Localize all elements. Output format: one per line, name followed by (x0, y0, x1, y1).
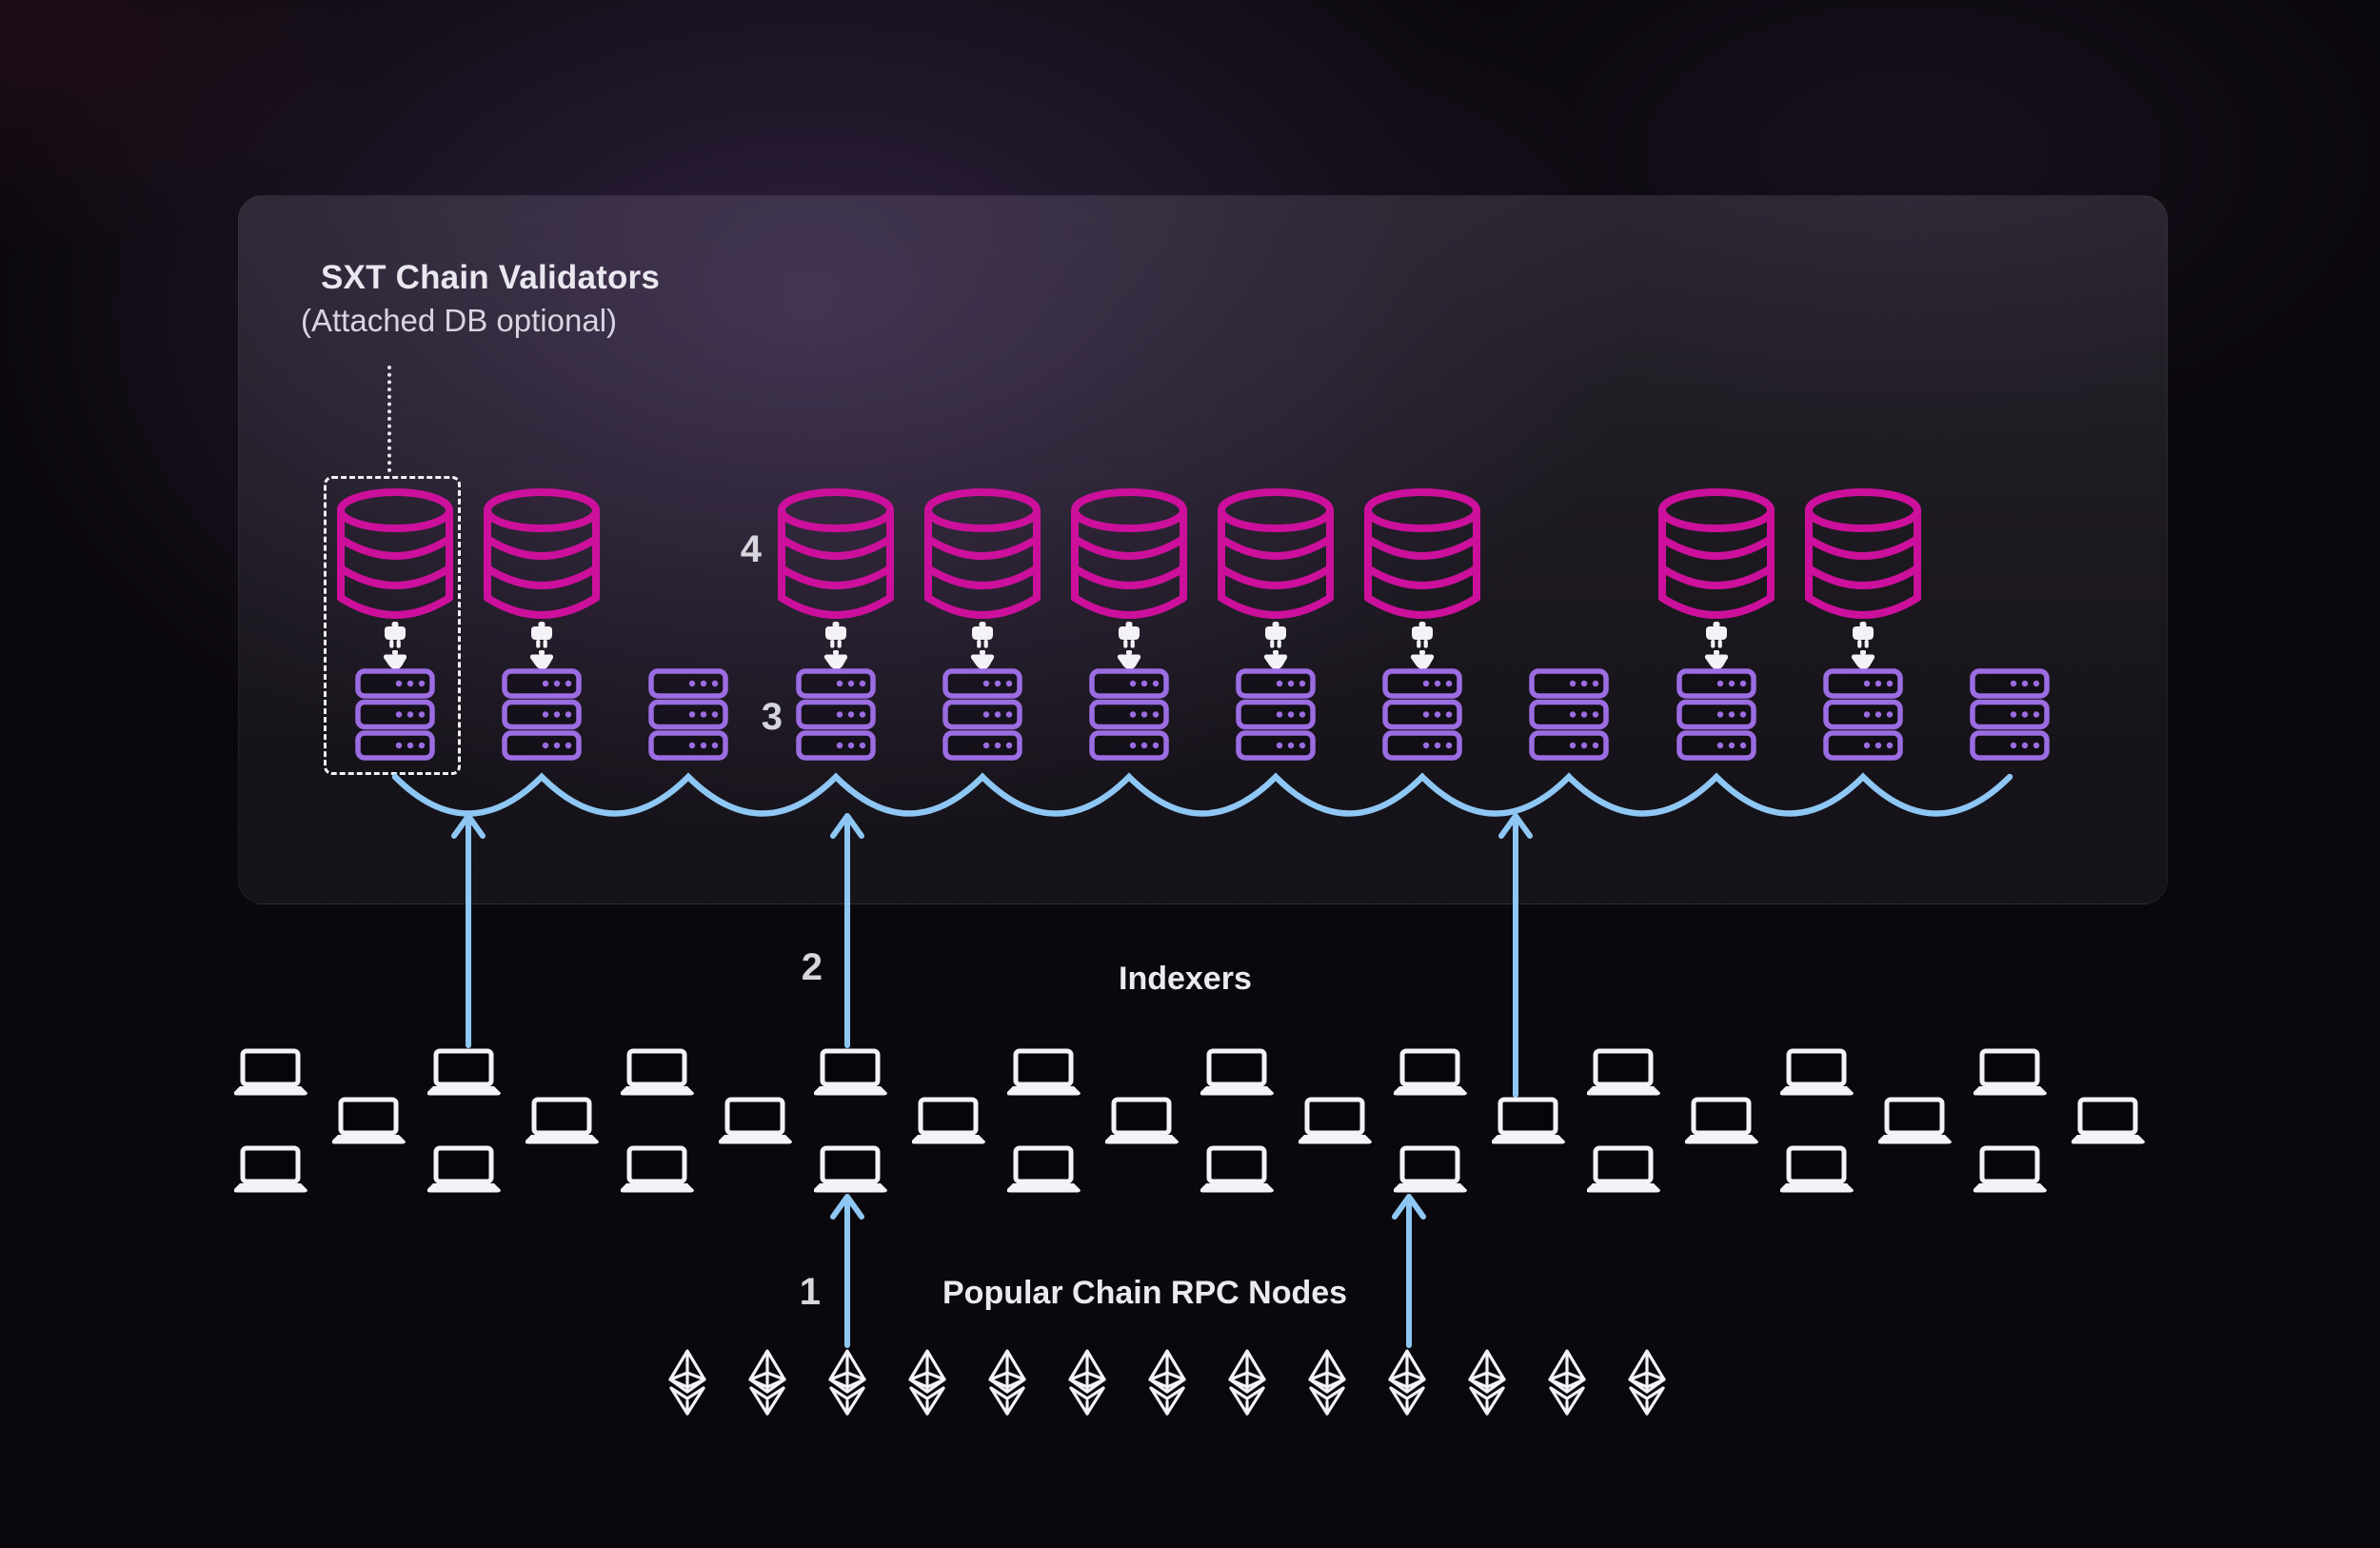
ethereum-icon (988, 1349, 1026, 1416)
laptop-icon (1780, 1145, 1854, 1193)
laptop-icon (1299, 1097, 1372, 1144)
ethereum-icon (1548, 1349, 1586, 1416)
ethereum-icon (908, 1349, 946, 1416)
laptop-icon (427, 1145, 501, 1193)
laptop-icon (526, 1097, 599, 1144)
laptop-icon (1394, 1048, 1467, 1096)
step-4-label: 4 (740, 528, 762, 570)
laptop-icon (1200, 1048, 1274, 1096)
flow-arrow (830, 1194, 864, 1348)
validators-subtitle: (Attached DB optional) (301, 303, 618, 338)
validators-panel (238, 195, 2168, 904)
step-1-label: 1 (799, 1271, 821, 1313)
laptop-icon (719, 1097, 792, 1144)
laptop-icon (234, 1145, 307, 1193)
laptop-icon (1587, 1145, 1660, 1193)
ethereum-icon (1068, 1349, 1106, 1416)
dotted-leader-line (387, 366, 391, 472)
optional-db-highlight-box (324, 476, 461, 775)
laptop-icon (1007, 1145, 1081, 1193)
ethereum-icon (1228, 1349, 1266, 1416)
laptop-icon (1200, 1145, 1274, 1193)
ethereum-icon (1148, 1349, 1186, 1416)
ethereum-icon (828, 1349, 866, 1416)
ethereum-icon (1468, 1349, 1506, 1416)
laptop-icon (814, 1145, 887, 1193)
flow-arrow (1392, 1194, 1426, 1348)
laptop-icon (234, 1048, 307, 1096)
laptop-icon (621, 1048, 694, 1096)
laptop-icon (1587, 1048, 1660, 1096)
laptop-icon (1780, 1048, 1854, 1096)
laptop-icon (427, 1048, 501, 1096)
laptop-icon (1973, 1145, 2047, 1193)
laptop-icon (814, 1048, 887, 1096)
laptop-icon (1394, 1145, 1467, 1193)
laptop-icon (332, 1097, 406, 1144)
validators-title: SXT Chain Validators (321, 259, 661, 296)
step-3-label: 3 (761, 696, 783, 738)
laptop-icon (1105, 1097, 1179, 1144)
laptop-icon (1007, 1048, 1081, 1096)
ethereum-icon (668, 1349, 706, 1416)
laptop-icon (621, 1145, 694, 1193)
ethereum-icon (748, 1349, 786, 1416)
ethereum-icon (1628, 1349, 1666, 1416)
indexers-caption: Indexers (1119, 961, 1252, 997)
ethereum-icon (1388, 1349, 1426, 1416)
laptop-icon (1973, 1048, 2047, 1096)
laptop-icon (912, 1097, 985, 1144)
laptop-icon (1492, 1097, 1565, 1144)
rpc-nodes-caption: Popular Chain RPC Nodes (942, 1275, 1348, 1311)
laptop-icon (1685, 1097, 1758, 1144)
step-2-label: 2 (801, 946, 823, 988)
laptop-icon (2072, 1097, 2145, 1144)
ethereum-icon (1308, 1349, 1346, 1416)
laptop-icon (1878, 1097, 1952, 1144)
